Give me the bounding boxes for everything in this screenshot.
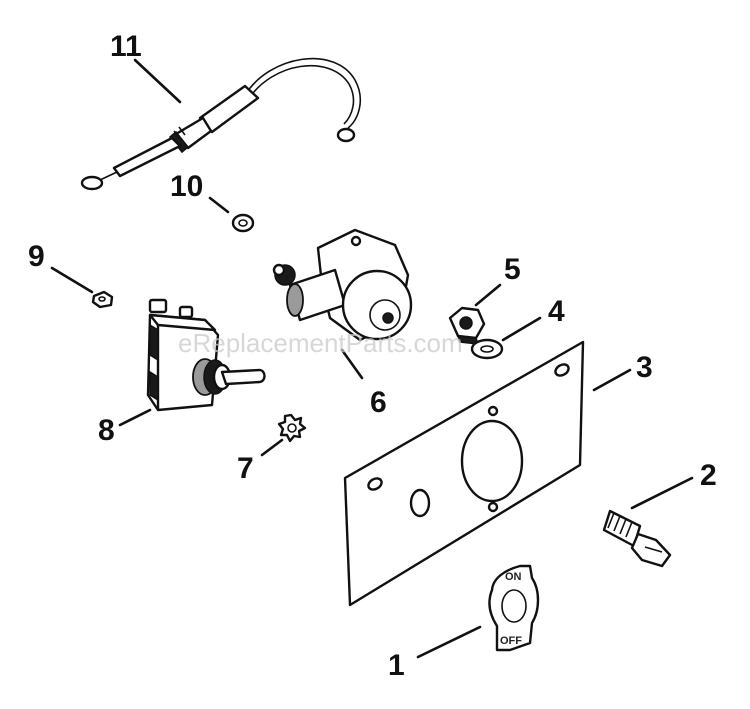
- part-9-nut: [91, 290, 114, 309]
- part-1-on-off-plate: ON OFF: [488, 564, 540, 652]
- leader-4: [501, 316, 542, 342]
- leader-lines: [50, 58, 694, 659]
- part-7-star-washer: [277, 413, 307, 443]
- leader-3: [592, 368, 632, 392]
- part-2-bolt: [602, 509, 672, 568]
- part-8-toggle-switch: [146, 298, 266, 412]
- callout-9: 9: [28, 240, 45, 273]
- part-5-hex-nut: [448, 306, 486, 345]
- callout-6: 6: [370, 386, 387, 419]
- callout-11: 11: [110, 30, 142, 63]
- part-11-cable: [80, 57, 362, 191]
- part-4-washer: [470, 338, 504, 360]
- callout-3: 3: [636, 351, 653, 384]
- callout-4: 4: [548, 295, 565, 328]
- leader-7: [260, 438, 284, 457]
- callout-8: 8: [98, 414, 115, 447]
- part-3-mounting-plate: [343, 340, 585, 607]
- callout-1: 1: [388, 649, 405, 682]
- on-label: ON: [505, 571, 522, 583]
- leader-8: [118, 408, 152, 427]
- leader-9: [50, 266, 94, 294]
- callout-2: 2: [700, 459, 717, 492]
- leader-1: [416, 625, 482, 659]
- callout-7: 7: [237, 452, 254, 485]
- part-10-washer: [231, 213, 255, 233]
- leader-6: [340, 348, 364, 380]
- off-label: OFF: [500, 635, 522, 647]
- leader-11: [133, 58, 182, 104]
- watermark: eReplacementParts.com: [178, 328, 463, 358]
- callout-10: 10: [170, 170, 203, 203]
- leader-5: [474, 283, 502, 307]
- callout-numbers: 11 10 9 8 7 6 5 4 3 2 1: [28, 30, 717, 682]
- leader-2: [630, 476, 694, 510]
- leader-10: [208, 196, 230, 214]
- callout-5: 5: [504, 253, 521, 286]
- part-6-socket: [272, 228, 413, 342]
